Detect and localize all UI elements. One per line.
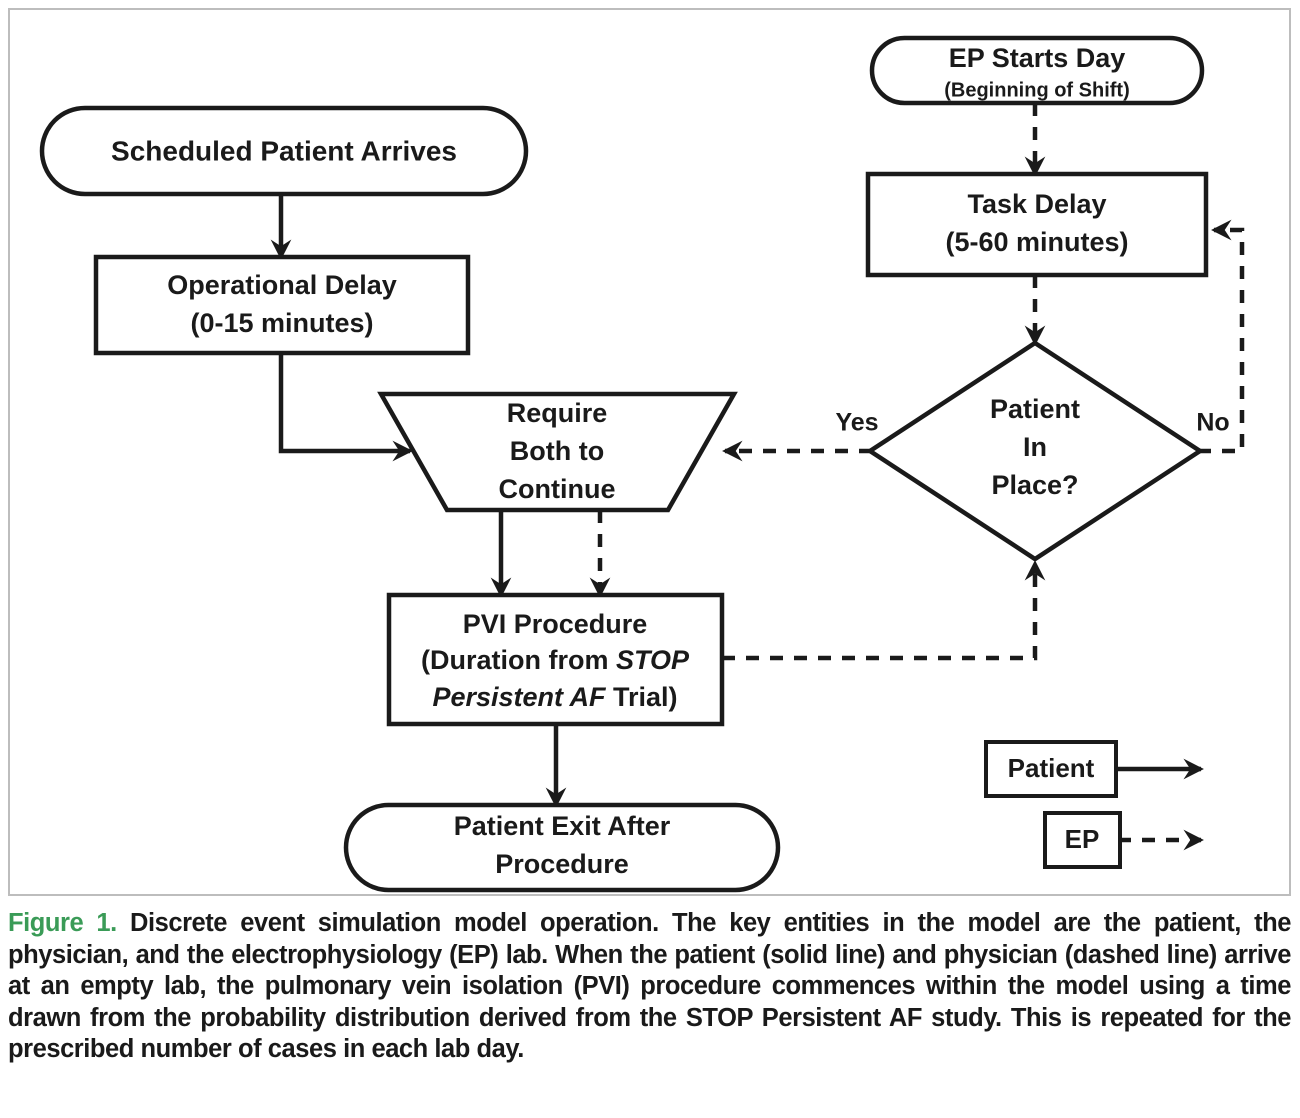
node-pvi-line3-italic: Persistent AF: [432, 682, 607, 712]
node-pvi-line2-plain: (Duration from: [421, 645, 616, 675]
node-patient-exit-line1: Patient Exit After: [454, 811, 671, 841]
flowchart-svg: Scheduled Patient Arrives Operational De…: [39, 35, 1245, 893]
node-require-both-to-continue: Require Both to Continue: [377, 391, 738, 513]
node-operational-delay-line2: (0-15 minutes): [190, 308, 373, 338]
figure-label: Figure 1.: [8, 909, 117, 937]
legend-patient-label: Patient: [1008, 753, 1095, 783]
node-patient-in-place-line2: In: [1023, 432, 1047, 462]
figure-frame: Scheduled Patient Arrives Operational De…: [8, 8, 1291, 896]
node-operational-delay-line1: Operational Delay: [167, 270, 397, 300]
node-pvi-line3-plain: Trial): [606, 682, 678, 712]
node-pvi-line1: PVI Procedure: [463, 609, 648, 639]
node-require-both-line1: Require: [507, 398, 608, 428]
node-scheduled-patient-arrives: Scheduled Patient Arrives: [39, 105, 529, 197]
node-patient-exit-line2: Procedure: [495, 849, 629, 879]
figure-caption: Figure 1. Discrete event simulation mode…: [8, 908, 1291, 1066]
node-operational-delay: Operational Delay (0-15 minutes): [93, 254, 471, 356]
node-patient-in-place-line3: Place?: [991, 470, 1078, 500]
node-ep-starts-day-line1: EP Starts Day: [949, 43, 1126, 73]
legend-ep-label: EP: [1065, 824, 1100, 854]
node-patient-in-place: Patient In Place?: [865, 340, 1205, 562]
node-task-delay: Task Delay (5-60 minutes): [865, 171, 1209, 278]
node-pvi-line3: Persistent AF Trial): [432, 682, 677, 712]
node-pvi-line2: (Duration from STOP: [421, 645, 690, 675]
node-patient-in-place-line1: Patient: [990, 394, 1080, 424]
node-scheduled-patient-arrives-label: Scheduled Patient Arrives: [111, 135, 457, 166]
legend-ep: EP: [1043, 811, 1122, 869]
edge-label-no: No: [1196, 409, 1229, 437]
node-patient-exit: Patient Exit After Procedure: [343, 802, 781, 893]
node-ep-starts-day-line2: (Beginning of Shift): [944, 79, 1130, 101]
edge-pvi-to-decision: [722, 560, 1046, 661]
node-task-delay-line1: Task Delay: [967, 189, 1106, 219]
caption-body: The key entities in the model are the pa…: [8, 909, 1291, 1063]
node-require-both-line2: Both to: [510, 436, 604, 466]
node-pvi-procedure: PVI Procedure (Duration from STOP Persis…: [386, 592, 725, 727]
node-pvi-line2-italic: STOP: [616, 645, 690, 675]
node-task-delay-line2: (5-60 minutes): [945, 227, 1128, 257]
edge-label-yes: Yes: [835, 409, 878, 437]
node-require-both-line3: Continue: [499, 474, 616, 504]
node-ep-starts-day: EP Starts Day (Beginning of Shift): [869, 35, 1205, 106]
caption-lead: Discrete event simulation model operatio…: [130, 909, 659, 937]
edge-decision-no-to-task-delay: [1198, 219, 1245, 454]
edge-operational-delay-to-require-both: [278, 353, 413, 462]
legend-patient: Patient: [984, 740, 1118, 798]
